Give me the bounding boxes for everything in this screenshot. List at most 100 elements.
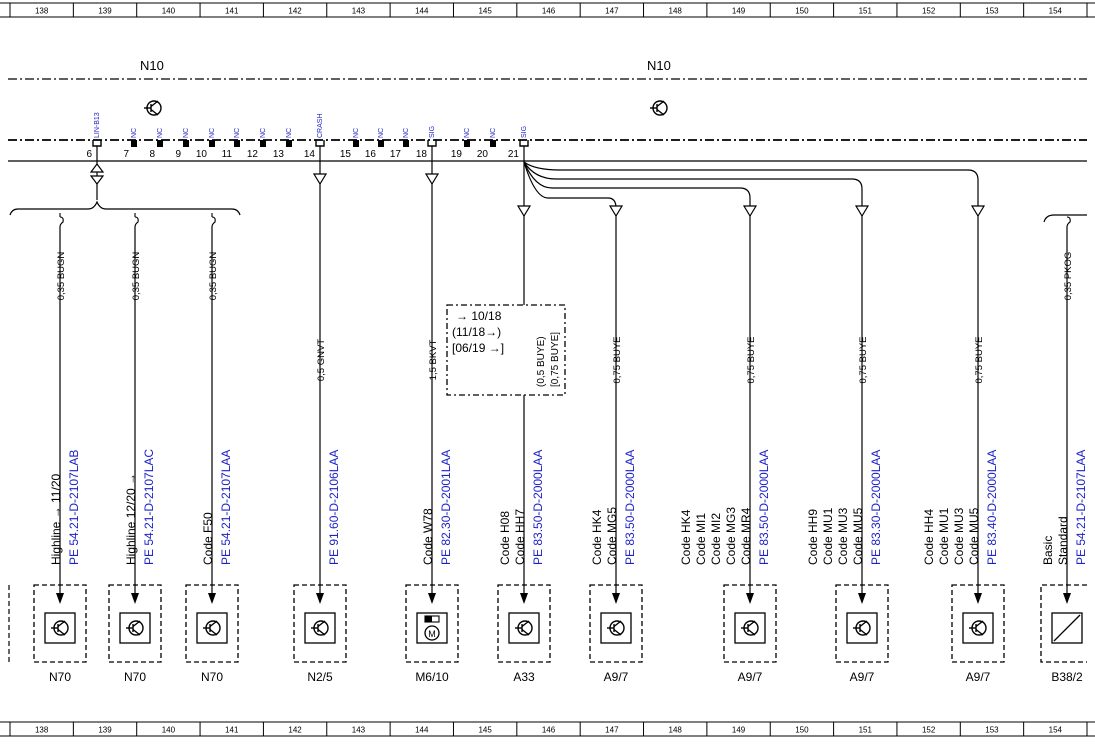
ruler-cell: 153 — [985, 7, 999, 16]
wire: 0,75 BUYE — [974, 337, 985, 604]
wire-arrow-icon — [746, 593, 754, 604]
note-alt-1: (0,5 BUYE) — [536, 336, 547, 387]
ruler-cell: 150 — [795, 7, 809, 16]
ruler-cell: 146 — [542, 7, 556, 16]
ruler-cell: 147 — [605, 7, 619, 16]
ruler-cell: 141 — [225, 7, 239, 16]
ruler-cell: 140 — [162, 7, 176, 16]
ruler-cell: 146 — [542, 726, 556, 735]
component-label: A9/7 — [604, 670, 629, 684]
pe-reference: PE 83.40-D-2000LAA — [985, 450, 999, 565]
sensor-icon — [1053, 614, 1081, 642]
component: N2/5 — [293, 584, 347, 684]
component-symbol-frame — [846, 612, 878, 644]
component: N70 — [33, 584, 87, 684]
note-line-1: → 10/18 — [456, 309, 502, 323]
wire: 0,75 BUYE — [746, 337, 757, 604]
component-box — [497, 584, 551, 663]
pin-tag: NC — [260, 128, 267, 138]
pe-reference: PE 83.30-D-2000LAA — [869, 450, 883, 565]
pin-tag: SIG — [521, 126, 528, 138]
component: N70 — [185, 584, 239, 684]
ruler-cell: 148 — [669, 726, 683, 735]
ruler-cell: 143 — [352, 726, 366, 735]
pin-tag: NC — [131, 128, 138, 138]
ruler-cell: 154 — [1049, 7, 1063, 16]
pin-number: 6 — [86, 149, 92, 160]
wire: 0,35 BUGN — [131, 213, 142, 604]
component-box — [951, 584, 1005, 663]
component-symbol-frame — [734, 612, 766, 644]
component-box — [405, 584, 459, 663]
wire: 0,35 PKOG — [1063, 216, 1074, 604]
wire-arrows — [89, 163, 986, 218]
wire-spec: 0,35 BUGN — [131, 252, 142, 301]
pin-stub — [131, 140, 137, 147]
component-label: B38/2 — [1051, 670, 1083, 684]
ruler-cell: 149 — [732, 7, 746, 16]
pin-stub — [464, 140, 470, 147]
wire-spec: 1,5 BKVT — [428, 339, 439, 380]
module-label-right: N10 — [647, 58, 671, 73]
wire-arrow-icon — [858, 593, 866, 604]
pin-tag: SIG — [429, 126, 436, 138]
pin-number: 17 — [390, 149, 402, 160]
ruler-cell: 154 — [1049, 726, 1063, 735]
wire-arrow-icon — [612, 593, 620, 604]
wire-spec: 0,35 PKOG — [1063, 252, 1074, 301]
wire-break — [134, 216, 139, 228]
component: A9/7 — [951, 584, 1005, 684]
code-label: Code H08 — [498, 511, 512, 565]
ruler-cell: 138 — [35, 726, 49, 735]
component: A33 — [497, 584, 551, 684]
motor-circle — [424, 625, 440, 641]
wire-break — [1066, 216, 1071, 228]
code-label: Highline → 11/20 — [49, 474, 63, 565]
component: A9/7 — [589, 584, 643, 684]
component-label: A9/7 — [966, 670, 991, 684]
pin-tag: NC — [157, 128, 164, 138]
control-unit-n10: N10 N10 — [8, 58, 1087, 162]
pin-stub — [353, 140, 359, 147]
wire-arrow-icon — [520, 593, 528, 604]
pin-number: 18 — [416, 149, 428, 160]
pe-reference: PE 83.50-D-2000LAA — [623, 450, 637, 565]
component-symbol-frame — [44, 612, 76, 644]
transistor-icon — [143, 100, 162, 116]
code-label: Highline 12/20 → — [124, 473, 138, 565]
code-label: Code MG5 — [605, 507, 619, 565]
code-label: Code F50 — [201, 512, 215, 565]
wire: 0,75 BUYE — [858, 337, 869, 604]
ruler-cell: 141 — [225, 726, 239, 735]
ruler-cell: 151 — [859, 7, 873, 16]
wire-spec: 0,5 GNVT — [316, 339, 327, 381]
wire-arrow-icon — [1063, 593, 1071, 604]
wire-routing — [9, 146, 1087, 593]
wire-break — [59, 216, 64, 228]
component-box — [185, 584, 239, 663]
component-symbol-frame — [600, 612, 632, 644]
component: A9/7 — [723, 584, 777, 684]
note-line-2: (11/18→) — [452, 325, 501, 339]
pin-number: 21 — [508, 149, 520, 160]
pin-stub — [378, 140, 384, 147]
pin-number: 12 — [247, 149, 259, 160]
pin-stub — [209, 140, 215, 147]
pin-tag: NC — [464, 128, 471, 138]
component: MM6/10 — [405, 584, 459, 684]
wire-arrow-icon — [428, 593, 436, 604]
pe-reference: PE 54.21-D-2107LAC — [142, 449, 156, 565]
pin-tag: CRASH — [317, 113, 324, 138]
component-label: A33 — [513, 670, 535, 684]
wire-arrow-icon — [56, 593, 64, 604]
connector-pin: SIG 18 — [416, 126, 437, 160]
pin-number: 11 — [222, 149, 233, 160]
module-label-left: N10 — [140, 58, 164, 73]
